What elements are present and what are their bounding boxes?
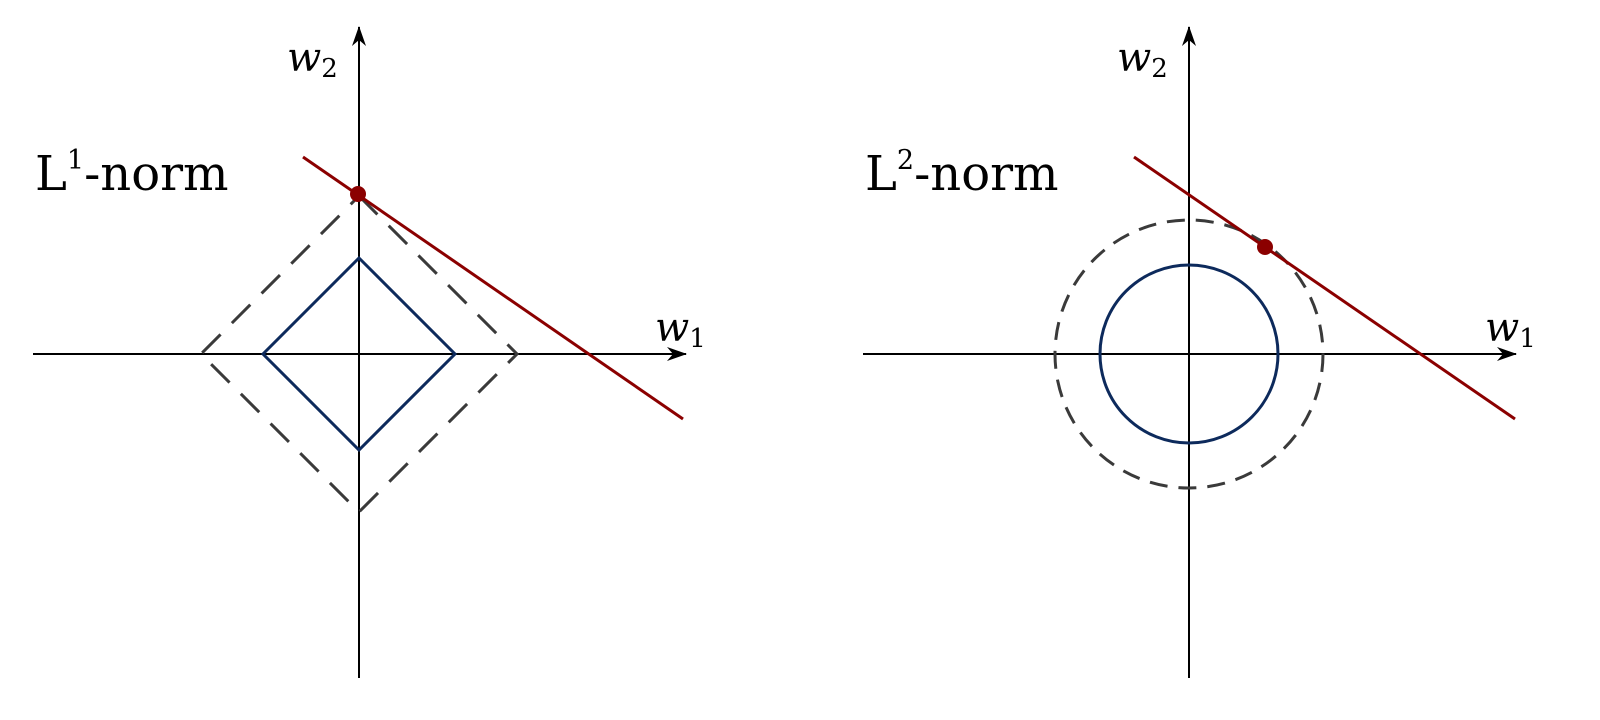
l1-inner-solid-diamond: [260, 255, 458, 453]
norm-title: L1-norm: [35, 145, 229, 202]
norm-title: L2-norm: [865, 145, 1059, 202]
y-axis-label: w2: [287, 35, 338, 84]
l2-inner-solid-circle: [1098, 263, 1280, 445]
loss-contour-line: [302, 155, 684, 421]
x-axis-label: w1: [655, 305, 706, 354]
l2-norm-panel: L2-norm w2 w1: [800, 0, 1600, 720]
l1-norm-panel: L1-norm w2 w1: [33, 26, 706, 678]
l1-diagram: [33, 26, 687, 678]
x-axis-label: w1: [1485, 305, 1536, 354]
l1-optimum-point: [350, 186, 366, 202]
l2-outer-dashed-circle: [1053, 218, 1325, 490]
y-axis-label: w2: [1117, 35, 1168, 84]
l2-diagram: [863, 26, 1517, 678]
l2-optimum-point: [1257, 239, 1273, 255]
l1-outer-dashed-diamond: [198, 193, 520, 515]
loss-contour-line: [1133, 155, 1516, 421]
